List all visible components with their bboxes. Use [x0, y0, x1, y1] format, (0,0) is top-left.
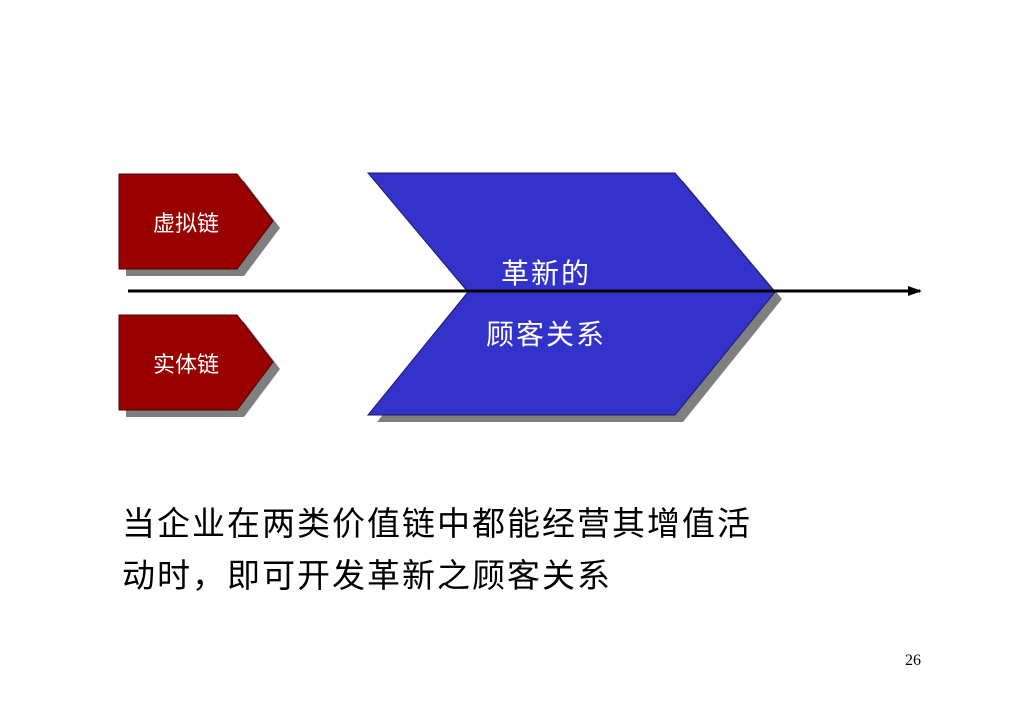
page-number: 26 — [905, 652, 921, 669]
innovation-label-line2: 顾客关系 — [486, 318, 606, 351]
physical-chain-shape — [118, 314, 274, 411]
virtual-chain-shape — [118, 173, 274, 270]
virtual-chain-box: 虚拟链 — [118, 173, 280, 276]
summary-text-line2: 动时，即可开发革新之顾客关系 — [122, 556, 612, 595]
summary-text-line1: 当企业在两类价值链中都能经营其增值活 — [122, 504, 752, 543]
value-chain-diagram: 虚拟链 实体链 革新的 顾客关系 — [118, 172, 922, 422]
summary-text: 当企业在两类价值链中都能经营其增值活 动时，即可开发革新之顾客关系 — [122, 498, 922, 602]
virtual-chain-label: 虚拟链 — [153, 212, 219, 237]
innovation-chevron — [366, 172, 782, 422]
physical-chain-box: 实体链 — [118, 314, 280, 417]
physical-chain-label: 实体链 — [153, 353, 219, 378]
innovation-label-line1: 革新的 — [501, 257, 591, 290]
